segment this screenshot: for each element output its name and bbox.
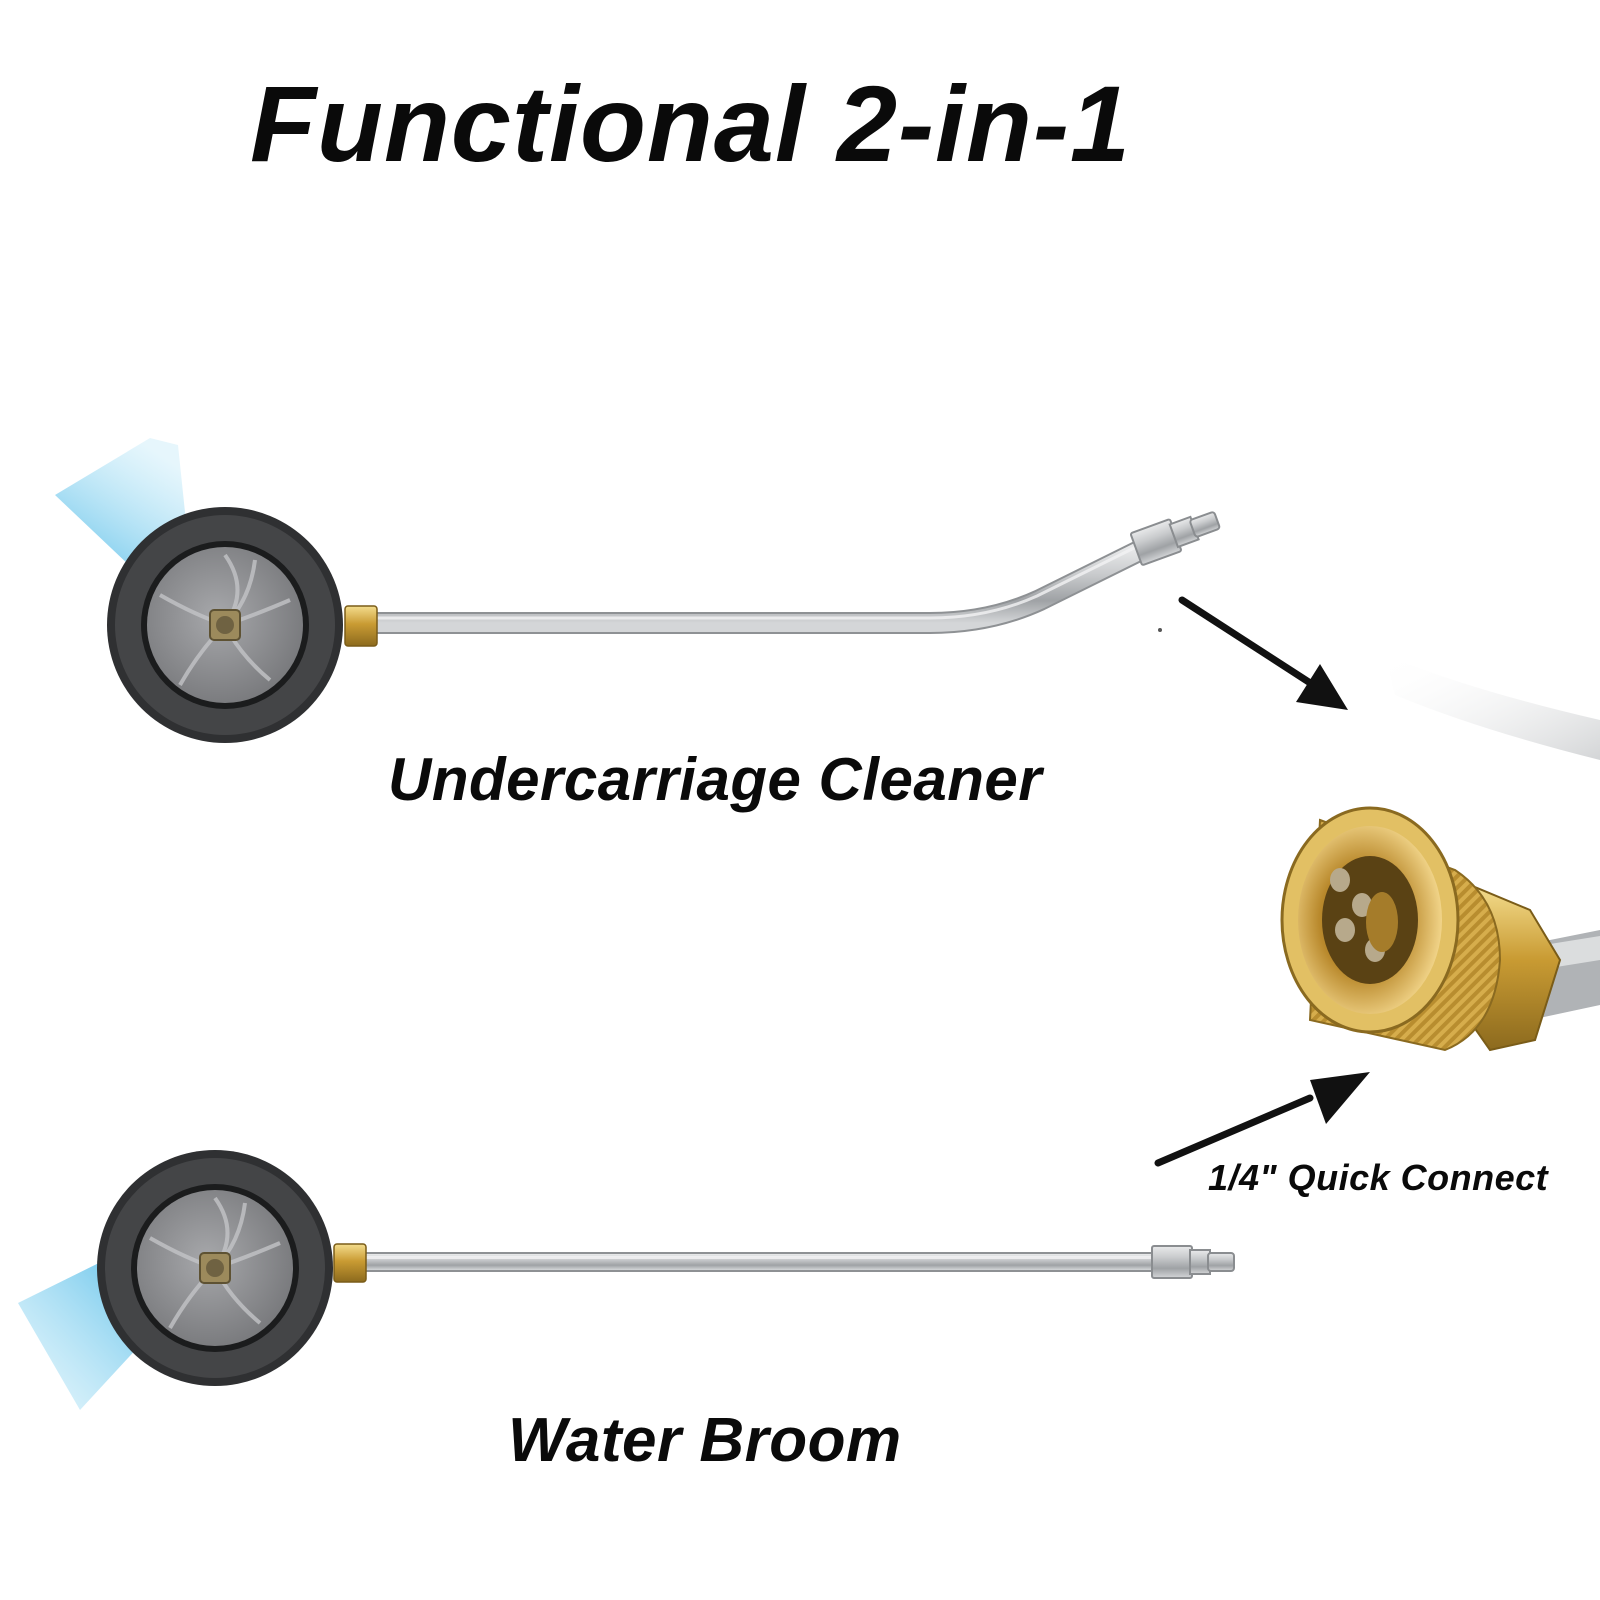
undercarriage-cleaner-label: Undercarriage Cleaner xyxy=(388,746,1043,813)
brass-quick-connect-coupler-icon xyxy=(1280,655,1600,1052)
arrow-icon xyxy=(1154,1072,1370,1167)
water-broom-label: Water Broom xyxy=(508,1406,902,1475)
quick-connect-label: 1/4" Quick Connect xyxy=(1208,1157,1549,1198)
undercarriage-cleaner-image xyxy=(55,438,1221,743)
page-title: Functional 2-in-1 xyxy=(250,63,1131,184)
water-broom-image xyxy=(18,1150,1235,1410)
arrow-icon xyxy=(1178,596,1348,710)
